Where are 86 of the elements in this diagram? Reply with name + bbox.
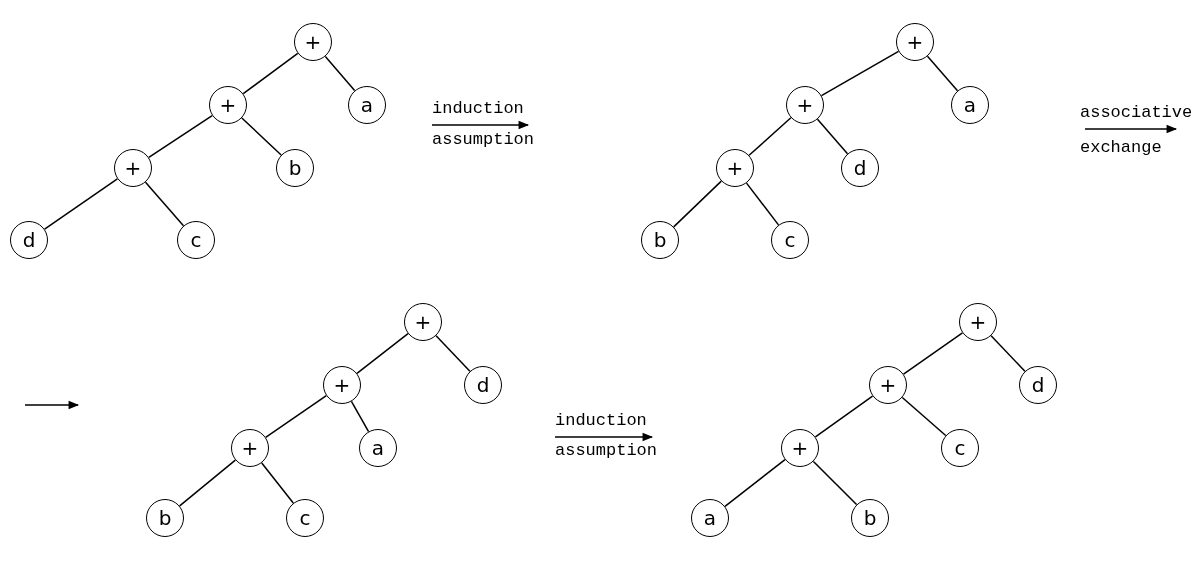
node-symbol: + bbox=[124, 158, 142, 178]
tree-node-circle bbox=[209, 86, 247, 124]
tree-branch bbox=[350, 400, 370, 433]
tree-node-circle bbox=[10, 221, 48, 259]
node-symbol: + bbox=[796, 95, 814, 115]
node-symbol: + bbox=[414, 312, 432, 332]
node-symbol: b bbox=[863, 508, 877, 528]
tree-node-circle bbox=[716, 149, 754, 187]
tree-branch bbox=[812, 460, 858, 506]
tree-node-circle bbox=[231, 429, 269, 467]
tree-node-circle bbox=[959, 303, 997, 341]
arrow-label: assumption bbox=[432, 130, 535, 149]
node-symbol: a bbox=[360, 95, 374, 115]
tree-branch bbox=[43, 178, 119, 230]
tree-node-circle bbox=[359, 429, 397, 467]
node-symbol: b bbox=[288, 158, 302, 178]
node-symbol: c bbox=[299, 508, 311, 528]
tree-node-circle bbox=[771, 221, 809, 259]
tree-node-circle bbox=[464, 366, 502, 404]
node-symbol: + bbox=[241, 438, 259, 458]
tree-branch bbox=[261, 462, 294, 504]
node-symbol: b bbox=[158, 508, 172, 528]
tree-branch bbox=[242, 52, 299, 95]
arrow-label: exchange bbox=[1080, 138, 1162, 157]
tree-node-circle bbox=[1019, 366, 1057, 404]
tree-branch bbox=[816, 118, 849, 155]
node-symbol: d bbox=[22, 230, 36, 250]
tree-branch bbox=[724, 458, 786, 508]
arrow-label: induction bbox=[555, 411, 647, 430]
node-symbol: a bbox=[963, 95, 977, 115]
tree-node-circle bbox=[177, 221, 215, 259]
tree-node-circle bbox=[348, 86, 386, 124]
node-symbol: + bbox=[879, 375, 897, 395]
tree-branch bbox=[356, 332, 409, 375]
tree-node-circle bbox=[781, 429, 819, 467]
tree-branch bbox=[926, 55, 959, 92]
tree-branch bbox=[990, 335, 1026, 372]
tree-branch bbox=[148, 114, 213, 159]
tree-branch bbox=[820, 50, 900, 97]
tree-branch bbox=[902, 332, 964, 375]
tree-branch bbox=[264, 395, 328, 438]
tree-node-circle bbox=[691, 499, 729, 537]
tree-branch bbox=[814, 395, 874, 438]
tree-branch bbox=[144, 181, 185, 227]
tree-node-circle bbox=[941, 429, 979, 467]
tree-node-circle bbox=[276, 149, 314, 187]
tree-node-circle bbox=[146, 499, 184, 537]
node-symbol: + bbox=[791, 438, 809, 458]
tree-branch bbox=[901, 396, 947, 437]
tree-branch bbox=[748, 116, 792, 157]
node-symbol: + bbox=[304, 32, 322, 52]
tree-node-circle bbox=[114, 149, 152, 187]
tree-branch bbox=[435, 335, 471, 372]
tree-node-circle bbox=[841, 149, 879, 187]
node-symbol: + bbox=[726, 158, 744, 178]
node-symbol: a bbox=[371, 438, 385, 458]
tree-branch bbox=[241, 117, 282, 156]
node-symbol: c bbox=[190, 230, 202, 250]
tree-node-circle bbox=[294, 23, 332, 61]
tree-node-circle bbox=[323, 366, 361, 404]
node-symbol: b bbox=[653, 230, 667, 250]
node-symbol: c bbox=[954, 438, 966, 458]
node-symbol: c bbox=[784, 230, 796, 250]
tree-node-circle bbox=[851, 499, 889, 537]
tree-node-circle bbox=[286, 499, 324, 537]
node-symbol: d bbox=[476, 375, 490, 395]
node-symbol: d bbox=[1031, 375, 1045, 395]
tree-node-circle bbox=[641, 221, 679, 259]
tree-node-circle bbox=[951, 86, 989, 124]
node-symbol: + bbox=[219, 95, 237, 115]
tree-branch bbox=[178, 459, 237, 507]
tree-branch bbox=[745, 182, 780, 226]
node-symbol: + bbox=[969, 312, 987, 332]
arrow-label: associative bbox=[1080, 103, 1193, 122]
tree-node-circle bbox=[404, 303, 442, 341]
tree-node-circle bbox=[896, 23, 934, 61]
tree-branch bbox=[324, 55, 356, 92]
tree-node-circle bbox=[786, 86, 824, 124]
node-symbol: d bbox=[853, 158, 867, 178]
arrow-label: induction bbox=[432, 99, 524, 118]
node-symbol: a bbox=[703, 508, 717, 528]
tree-branch bbox=[672, 180, 723, 228]
tree-node-circle bbox=[869, 366, 907, 404]
node-symbol: + bbox=[906, 32, 924, 52]
node-symbol: + bbox=[333, 375, 351, 395]
arrow-label: assumption bbox=[555, 441, 658, 460]
